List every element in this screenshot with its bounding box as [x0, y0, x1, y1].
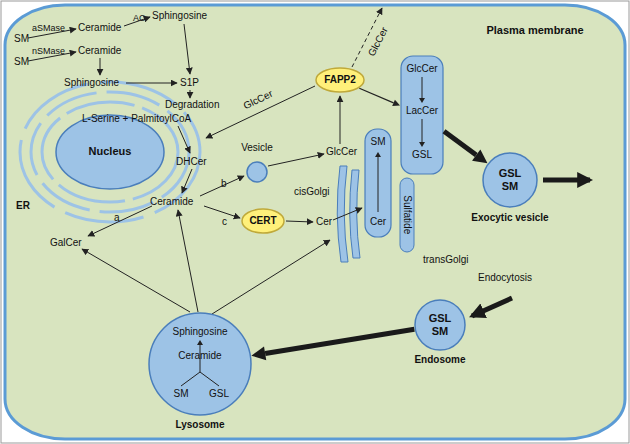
- arrow-shaft: [422, 119, 423, 142]
- pathway-label: AC: [133, 13, 146, 23]
- node-text: GSL SM: [425, 312, 455, 337]
- arrow: [419, 77, 425, 103]
- node-text: SM: [166, 388, 196, 400]
- shape-fill: [247, 162, 267, 182]
- node-text: Endosome: [400, 354, 480, 366]
- pathway-label: a: [114, 212, 120, 224]
- fapp2-ellipse: FAPP2: [315, 67, 365, 93]
- arrow: [375, 152, 381, 212]
- transport-arrow: [251, 329, 414, 360]
- vesicle-circle-outline: [246, 161, 268, 183]
- cert-ellipse: CERT: [241, 208, 285, 234]
- arrow-head: [472, 149, 487, 163]
- golgi-cisterna: GlcCerLacCerGSL: [400, 55, 444, 175]
- pathway-label: ER: [16, 200, 30, 212]
- node-text: Lysosome: [148, 419, 252, 431]
- pathway-label: SM: [14, 33, 29, 45]
- pathway-label: DHCer: [176, 156, 207, 168]
- arrow-shaft: [359, 88, 393, 103]
- pathway-label: Ceramide: [150, 196, 193, 208]
- shape-fill: [149, 313, 251, 415]
- arrow-head: [197, 340, 203, 345]
- arrow-head: [375, 152, 381, 157]
- cell-membrane: [5, 5, 625, 439]
- pathway-label: c: [222, 216, 227, 228]
- shape-fill: [316, 68, 364, 92]
- pathway-label: Sulfatide: [401, 190, 413, 240]
- node-text: GSL: [204, 388, 234, 400]
- pathway-label: Endocytosis: [478, 272, 532, 284]
- pathway-label: SM: [14, 56, 29, 68]
- shape-fill: [242, 209, 284, 233]
- shape-fill: [415, 300, 465, 350]
- arrow-shaft: [265, 329, 414, 353]
- vesicle-circle: Vesicle: [246, 161, 268, 183]
- pathway-label: GalCer: [50, 237, 82, 249]
- pathway-label: b: [221, 178, 227, 190]
- node-text: GSL: [400, 149, 444, 161]
- exocytic-vesicle: GSL SMExocytic vesicle: [482, 152, 538, 208]
- node-text: Sphingosine: [148, 326, 252, 338]
- nucleus-ellipse: Nucleus: [55, 114, 165, 190]
- node-text: Ceramide: [148, 350, 252, 362]
- arrow-head: [419, 142, 425, 147]
- node-text: Cer: [364, 216, 392, 228]
- shape-fill: [401, 56, 443, 174]
- pathway-label: GlcCer: [326, 146, 357, 158]
- node-text: Exocytic vesicle: [460, 212, 560, 224]
- shape-fill: [365, 129, 391, 237]
- pathway-label: transGolgi: [423, 254, 469, 266]
- pathway-label: S1P: [180, 77, 199, 89]
- node-text: CERT: [241, 215, 285, 227]
- shape-fill: [56, 115, 164, 189]
- arrow-head: [392, 100, 400, 106]
- pathway-label: aSMase: [32, 23, 65, 33]
- merge-line: [181, 372, 200, 386]
- node-text: GlcCer: [400, 63, 444, 75]
- pathway-label: Sphingosine: [64, 77, 119, 89]
- arrow-shaft: [378, 157, 379, 212]
- merge-line: [200, 364, 201, 372]
- node-text: Vesicle: [226, 142, 288, 154]
- pathway-label: Degradation: [165, 99, 219, 111]
- shape-fill: [483, 153, 537, 207]
- transport-arrow: [359, 88, 400, 106]
- arrow-head: [251, 347, 266, 361]
- pathway-label: cisGolgi: [294, 186, 330, 198]
- pathway-label: Ceramide: [78, 45, 121, 57]
- arrow-shaft: [444, 131, 476, 155]
- node-text: LacCer: [400, 105, 444, 117]
- node-text: Plasma membrane: [470, 24, 600, 37]
- arrow-head: [419, 98, 425, 103]
- arrow-shaft: [422, 77, 423, 98]
- node-text: Nucleus: [55, 145, 165, 158]
- transport-arrow: [444, 131, 487, 163]
- arrow: [419, 119, 425, 147]
- pathway-label: Sphingosine: [152, 10, 207, 22]
- pathway-label: L-Serine + PalmitoylCoA: [82, 113, 191, 125]
- merge-line: [200, 372, 219, 386]
- pathway-label: nSMase: [32, 46, 65, 56]
- node-text: SM: [364, 136, 392, 148]
- pathway-label: Ceramide: [78, 22, 121, 34]
- pathway-label: Cer: [316, 216, 332, 228]
- endosome-circle: GSL SMEndosome: [414, 299, 466, 351]
- golgi-cisterna: SM Cer: [364, 128, 392, 238]
- node-text: FAPP2: [315, 74, 365, 86]
- node-text: GSL SM: [495, 167, 525, 192]
- lysosome-circle: SphingosineCeramideSMGSLLysosome: [148, 312, 252, 416]
